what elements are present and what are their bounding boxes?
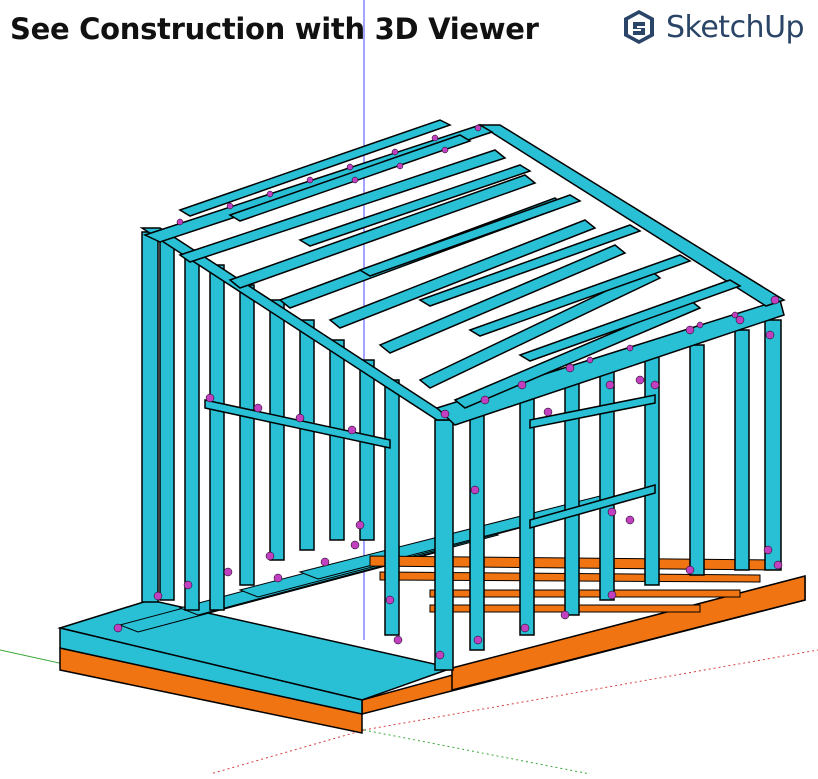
wall-frame	[139, 119, 786, 671]
brand-name: SketchUp	[666, 9, 805, 45]
red-axis-dotted	[209, 729, 365, 775]
page-title: See Construction with 3D Viewer	[10, 12, 539, 46]
base-left-rim	[59, 627, 363, 715]
brand-logo[interactable]: SketchUp	[620, 8, 805, 46]
green-axis-dotted	[363, 729, 591, 775]
sketchup-logo-icon	[624, 10, 654, 44]
fasteners	[113, 124, 783, 660]
red-axis	[363, 649, 818, 731]
